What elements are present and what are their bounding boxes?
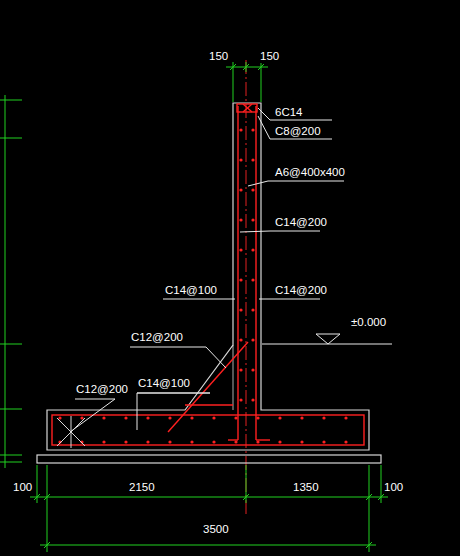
dimension-label: 150 (259, 50, 280, 63)
dimension-label: 1350 (292, 481, 320, 494)
dimension-label: 2150 (128, 481, 156, 494)
rebar-label: C12@200 (75, 383, 129, 396)
rebar-label: C14@200 (274, 284, 328, 297)
rebar-label: C14@100 (137, 377, 191, 390)
rebar-label: C8@200 (274, 125, 322, 138)
rebar-label: ±0.000 (350, 316, 387, 329)
rebar-label: C14@100 (164, 284, 218, 297)
dimension-label: 150 (208, 50, 229, 63)
dimension-label: 100 (12, 481, 33, 494)
dimension-label: 100 (383, 481, 404, 494)
rebar-label: C14@200 (274, 216, 328, 229)
rebar-label: C12@200 (130, 331, 184, 344)
dimension-label: 3500 (202, 523, 230, 536)
rebar-label: A6@400x400 (274, 166, 346, 179)
rebar-label: 6C14 (274, 106, 304, 119)
